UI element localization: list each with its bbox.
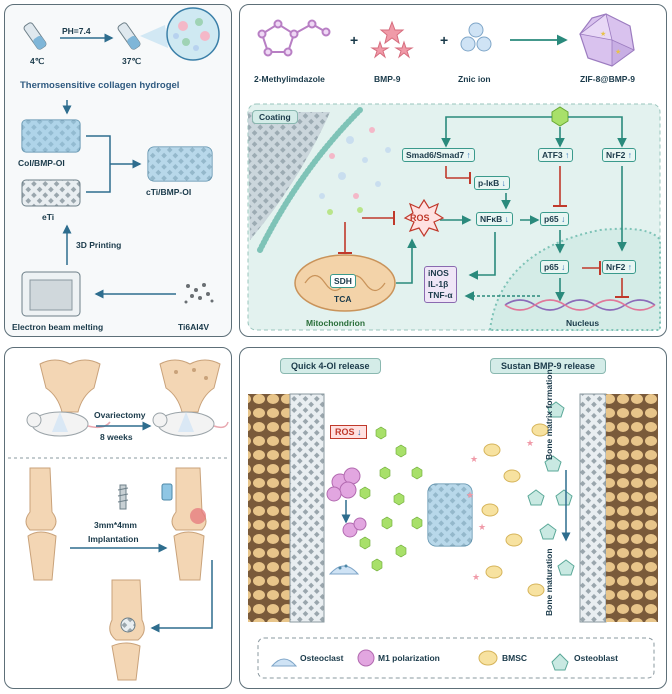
osteoclast-icon [328, 564, 360, 575]
svg-text:★: ★ [526, 438, 534, 448]
ebm-machine-icon [21, 271, 81, 317]
cti-bmp-scaffold-icon [147, 146, 213, 182]
col-bmp-label: Col/BMP-OI [18, 158, 65, 168]
svg-text:★: ★ [600, 30, 606, 38]
vial-cold-icon [23, 22, 47, 50]
osteoblast-cells [527, 401, 575, 576]
bone-maturation-label: Bone maturation [544, 548, 554, 616]
m1-macrophage-icon [326, 467, 367, 538]
node-tca: TCA [334, 294, 352, 304]
node-nfkb: NFκB ↓ [476, 212, 513, 226]
ph-label: PH=7.4 [62, 26, 91, 36]
eti-scaffold-icon [21, 179, 81, 207]
scaffold-right [579, 393, 607, 623]
bmp9-particles: ★ ★ ★ ★ ★ [466, 438, 534, 582]
rat-after-icon [152, 411, 229, 437]
legend-m1: M1 polarization [378, 653, 440, 663]
scaffold-left [289, 393, 325, 623]
temp-warm-label: 37℃ [122, 56, 142, 66]
knee-implanted-icon [161, 467, 207, 581]
bmp9-star-icon [370, 20, 414, 59]
svg-text:★: ★ [472, 572, 480, 582]
legend-bmsc: BMSC [502, 653, 528, 663]
alloy-label: Ti6Al4V [178, 322, 210, 332]
bone-matrix-label: Bone matrix formation [544, 369, 554, 460]
bone-trabecular-left [248, 394, 290, 622]
quick-release-tag: Quick 4-OI release [280, 358, 381, 374]
temp-cold-label: 4℃ [30, 56, 45, 66]
legend-osteoclast: Osteoclast [300, 653, 344, 663]
svg-text:★: ★ [470, 454, 478, 464]
ros-burst-icon [403, 198, 445, 238]
bone-trabecular-right [606, 394, 658, 622]
hydrogel-label: Thermosensitive collagen hydrogel [20, 80, 180, 91]
zinc-ion-icon [460, 22, 492, 52]
imidazole-molecule-icon [257, 19, 331, 57]
col-bmp-scaffold-icon [21, 119, 81, 153]
plus-2: + [440, 32, 449, 48]
plus-1: + [350, 32, 359, 48]
zif8-crystal-icon: ★★ [579, 13, 635, 67]
4oi-particles [359, 426, 423, 572]
knee-section-icon [109, 579, 145, 681]
legend-m1-icon [357, 649, 375, 667]
bone-before-icon [39, 359, 101, 413]
product-label: ZIF-8@BMP-9 [580, 74, 636, 84]
ebm-label: Electron beam melting [12, 322, 104, 332]
sustain-release-tag: Sustan BMP-9 release [490, 358, 607, 374]
reagent-3-label: Znic ion [458, 74, 491, 84]
node-sdh: SDH [330, 274, 356, 288]
screw-implant-icon [117, 484, 129, 510]
node-pikb: p-IκB ↓ [474, 176, 510, 190]
cti-bmp-label: cTi/BMP-OI [146, 187, 192, 197]
ros-tag: ROS ↓ [330, 425, 367, 439]
panel-animal-model [4, 347, 232, 689]
4oi-hexagon-icon [551, 106, 569, 127]
central-scaffold-icon [427, 483, 473, 547]
reagent-1-label: 2-Methylimdazole [254, 74, 325, 84]
panel-mechanism [239, 4, 667, 337]
eti-label: eTi [42, 212, 55, 222]
panel-release [239, 347, 667, 689]
implant-label: Implantation [88, 534, 139, 544]
svg-text:★: ★ [466, 490, 474, 500]
coating-texture [248, 112, 330, 240]
legend-osteoblast-icon [551, 653, 569, 671]
vial-warm-icon [117, 22, 141, 50]
node-atf3: ATF3 ↑ [538, 148, 574, 162]
legend-osteoclast-icon [270, 658, 298, 667]
node-p65-bottom: p65 ↓ [540, 260, 570, 274]
ovx-label: Ovariectomy [94, 410, 146, 420]
knee-joint-icon [25, 467, 57, 581]
reagent-2-label: BMP-9 [374, 74, 401, 84]
printing-label: 3D Printing [76, 240, 122, 250]
node-nrf2-top: NrF2 ↑ [602, 148, 636, 162]
node-p65-top: p65 ↓ [540, 212, 570, 226]
svg-text:★: ★ [478, 522, 486, 532]
bone-after-icon [159, 359, 221, 413]
weeks-label: 8 weeks [100, 432, 133, 442]
node-ros: ROS [410, 213, 430, 223]
mitochondrion-label: Mitochondrion [306, 318, 366, 328]
hydrogel-sphere-icon [166, 7, 220, 61]
size-label: 3mm*4mm [94, 520, 137, 530]
svg-text:★: ★ [615, 48, 621, 56]
cytokine-box: iNOS IL-1β TNF-α [424, 266, 457, 303]
node-nrf2-bottom: NrF2 ↑ [602, 260, 636, 274]
bmsc-cells [481, 423, 549, 597]
dna-icon [504, 299, 656, 311]
legend-osteoblast: Osteoblast [574, 653, 618, 663]
alloy-powder-icon [184, 283, 214, 304]
coating-tag: Coating [252, 110, 298, 124]
node-smad: Smad6/Smad7 ↑ [402, 148, 475, 162]
nucleus-label: Nucleus [566, 318, 600, 328]
legend-bmsc-icon [478, 650, 498, 666]
